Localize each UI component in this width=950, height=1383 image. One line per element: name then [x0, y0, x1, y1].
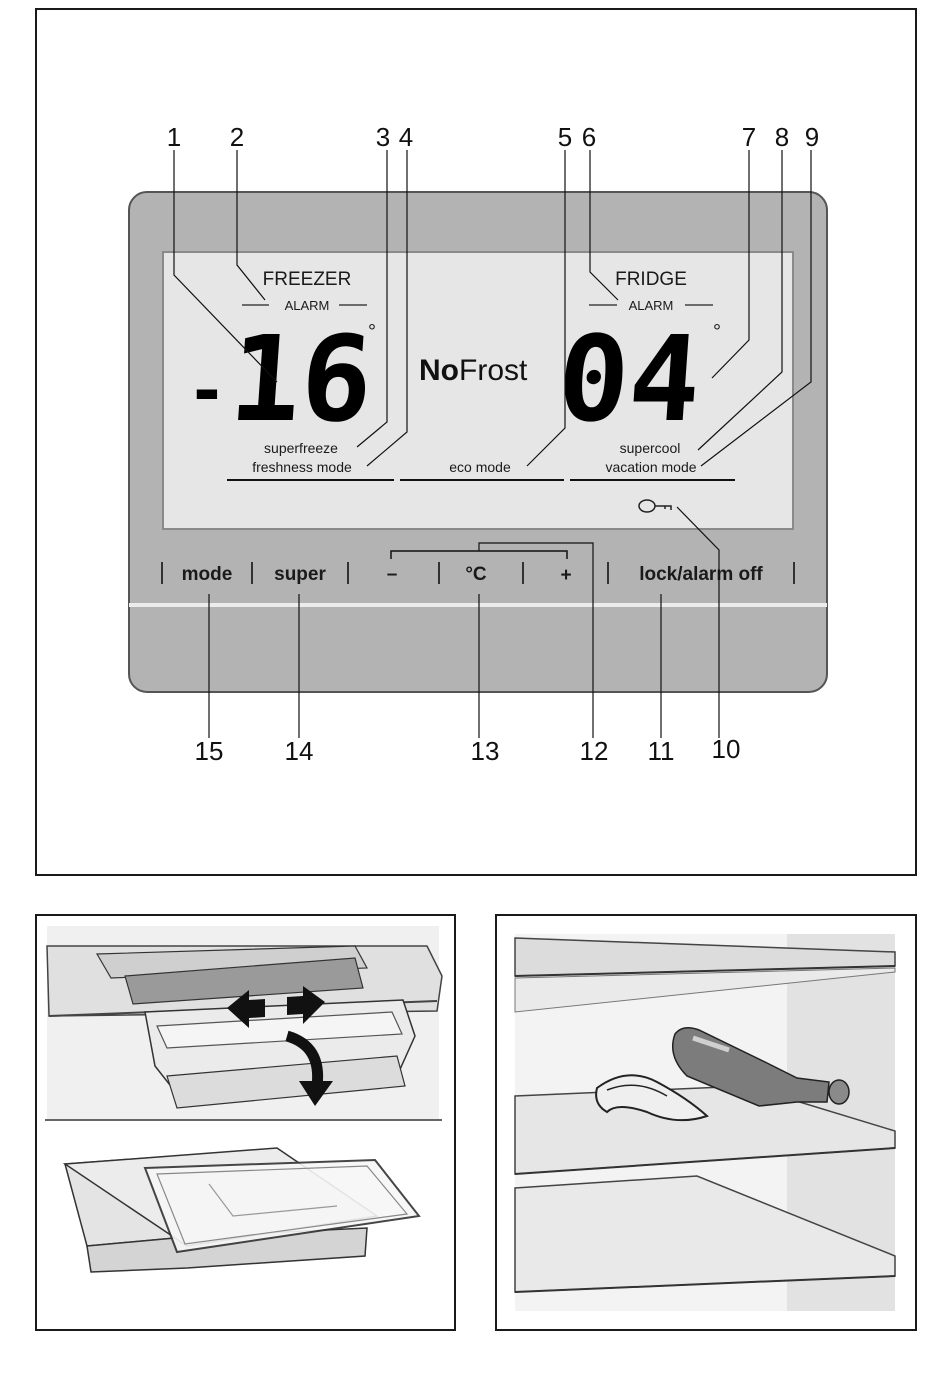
drawer-illustration — [37, 916, 454, 1329]
superfreeze-label: superfreeze — [264, 440, 338, 456]
control-panel-figure: FREEZER ALARM FRIDGE ALARM - 16 ° NoFros… — [35, 8, 917, 876]
callout-8: 8 — [775, 122, 789, 152]
bottle-shelf-illustration — [497, 916, 915, 1329]
control-panel-diagram: FREEZER ALARM FRIDGE ALARM - 16 ° NoFros… — [37, 10, 915, 874]
super-button[interactable]: super — [274, 564, 326, 585]
fridge-degree-symbol: ° — [713, 321, 721, 343]
callout-4: 4 — [399, 122, 413, 152]
minus-button[interactable]: – — [387, 564, 398, 585]
callout-10: 10 — [712, 734, 741, 764]
callout-13: 13 — [471, 736, 500, 766]
freezer-temperature: 16 — [225, 310, 377, 448]
mode-button[interactable]: mode — [182, 564, 233, 585]
nofrost-logo: NoFrost — [419, 354, 528, 387]
celsius-button[interactable]: °C — [465, 564, 487, 585]
plus-button[interactable]: + — [560, 565, 571, 586]
callout-14: 14 — [285, 736, 314, 766]
freezer-degree-symbol: ° — [368, 321, 376, 343]
callout-5: 5 — [558, 122, 572, 152]
eco-mode-label: eco mode — [449, 459, 511, 475]
nofrost-frost: Frost — [459, 354, 528, 387]
callout-15: 15 — [195, 736, 224, 766]
freshness-mode-label: freshness mode — [252, 459, 352, 475]
supercool-label: supercool — [620, 440, 681, 456]
bottle-shelf-figure — [495, 914, 917, 1331]
callout-11: 11 — [648, 736, 675, 766]
callout-7: 7 — [742, 122, 756, 152]
callout-12: 12 — [580, 736, 609, 766]
freezer-label: FREEZER — [263, 269, 352, 290]
drawer-illustration-figure — [35, 914, 456, 1331]
freezer-temp-sign: - — [194, 343, 221, 432]
fridge-temperature: 04 — [553, 310, 705, 448]
vacation-mode-label: vacation mode — [605, 459, 696, 475]
callout-3: 3 — [376, 122, 390, 152]
fridge-label: FRIDGE — [615, 269, 687, 290]
callout-2: 2 — [230, 122, 244, 152]
nofrost-no: No — [419, 354, 459, 387]
callout-1: 1 — [167, 122, 181, 152]
lock-alarm-off-button[interactable]: lock/alarm off — [639, 564, 763, 585]
callout-9: 9 — [805, 122, 819, 152]
callout-6: 6 — [582, 122, 596, 152]
